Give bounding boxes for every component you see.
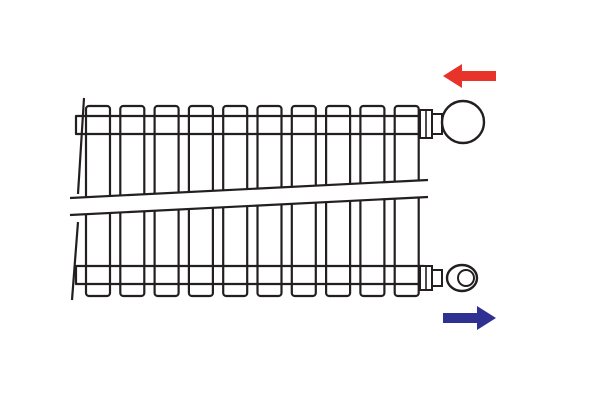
radiator-body [74, 104, 426, 199]
supply-flow-arrow-left-icon [443, 64, 496, 88]
wall-edge-lower [70, 221, 80, 301]
valve-group [419, 99, 486, 293]
return-flow-arrow-right-icon [443, 306, 496, 330]
radiator-section [325, 104, 352, 199]
radiator-section [222, 104, 249, 199]
valve-neck [431, 113, 443, 135]
lockshield-valve [419, 263, 479, 293]
radiator-section [290, 104, 317, 199]
thermostatic-valve-head [419, 99, 486, 145]
radiator-section [153, 104, 180, 199]
radiator-section [256, 104, 283, 199]
radiator-section [393, 196, 420, 298]
radiator-section [187, 104, 214, 199]
valve-neck [431, 269, 443, 287]
lockshield-inner-icon [457, 269, 475, 287]
radiator-section [84, 104, 112, 199]
thermostatic-head-icon [440, 99, 486, 145]
radiator-section [393, 104, 420, 199]
cut-edge-upper [69, 178, 429, 200]
cut-edge-lower [69, 195, 429, 217]
cut-away-upper-half [69, 97, 429, 200]
radiator-section [119, 104, 146, 199]
radiator-section [359, 104, 386, 199]
wall-edge-upper [76, 97, 86, 195]
flow-arrow-group [443, 64, 496, 330]
